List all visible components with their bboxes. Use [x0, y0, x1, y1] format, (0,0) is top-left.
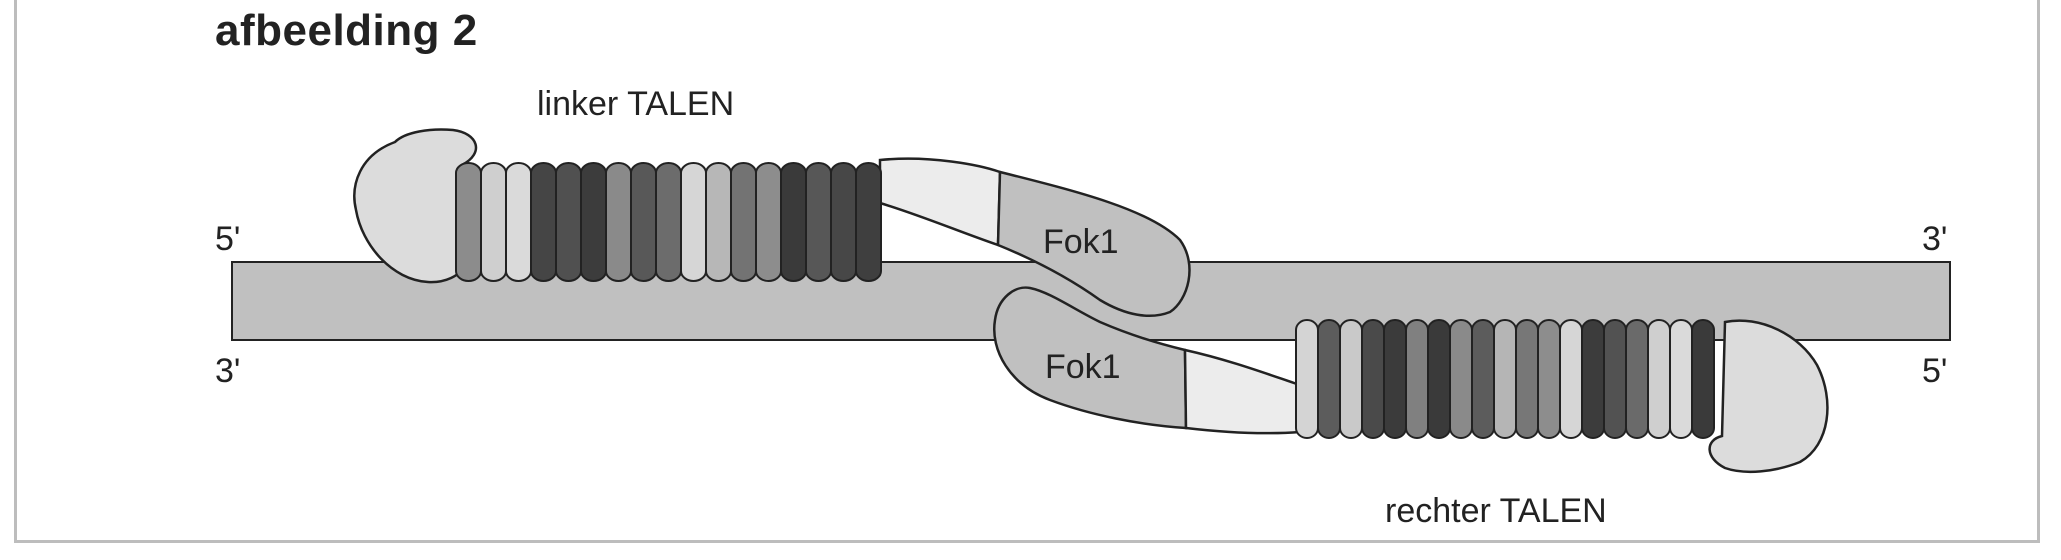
figure-frame [14, 0, 2040, 543]
right-talen-repeat-7 [1427, 319, 1451, 439]
right-talen-repeat-18 [1669, 319, 1693, 439]
right-talen-repeat-8 [1449, 319, 1473, 439]
right-talen-repeat-11 [1515, 319, 1539, 439]
left-talen-repeat-15 [805, 162, 832, 282]
figure-title: afbeelding 2 [215, 6, 478, 55]
label-3prime-bottom-left: 3' [215, 352, 240, 390]
right-talen-repeat-14 [1581, 319, 1605, 439]
left-talen-label: linker TALEN [537, 85, 734, 123]
left-talen-repeat-2 [480, 162, 507, 282]
left-talen-repeat-12 [730, 162, 757, 282]
right-talen-repeat-3 [1339, 319, 1363, 439]
right-talen-repeat-13 [1559, 319, 1583, 439]
right-talen-repeat-17 [1647, 319, 1671, 439]
left-talen-repeat-11 [705, 162, 732, 282]
left-talen-repeat-17 [855, 162, 882, 282]
left-talen-repeat-16 [830, 162, 857, 282]
right-talen-label: rechter TALEN [1385, 492, 1607, 530]
right-talen-repeat-1 [1295, 319, 1319, 439]
left-talen-repeat-14 [780, 162, 807, 282]
left-talen-repeat-5 [555, 162, 582, 282]
right-talen-repeat-5 [1383, 319, 1407, 439]
right-talen-repeat-9 [1471, 319, 1495, 439]
right-talen-repeat-10 [1493, 319, 1517, 439]
left-talen-linker [878, 157, 1002, 247]
right-talen-repeat-2 [1317, 319, 1341, 439]
right-talen-repeats [1295, 319, 1715, 439]
left-talen-head [353, 128, 478, 284]
left-talen-repeat-8 [630, 162, 657, 282]
left-talen-repeat-13 [755, 162, 782, 282]
right-talen-repeat-16 [1625, 319, 1649, 439]
left-fok1-domain [996, 170, 1191, 318]
right-talen-repeat-15 [1603, 319, 1627, 439]
left-talen-repeats [455, 162, 882, 282]
right-talen-head [1708, 319, 1829, 474]
left-talen-repeat-3 [505, 162, 532, 282]
left-talen-repeat-1 [455, 162, 482, 282]
right-talen-linker [1183, 348, 1302, 435]
left-talen-repeat-9 [655, 162, 682, 282]
label-5prime-top-left: 5' [215, 220, 240, 258]
right-fok1-label: Fok1 [1045, 348, 1121, 386]
right-talen-repeat-19 [1691, 319, 1715, 439]
left-talen-repeat-4 [530, 162, 557, 282]
left-talen-repeat-7 [605, 162, 632, 282]
right-talen-repeat-4 [1361, 319, 1385, 439]
label-3prime-top-right: 3' [1922, 220, 1947, 258]
right-talen-repeat-6 [1405, 319, 1429, 439]
left-talen-repeat-10 [680, 162, 707, 282]
left-talen-repeat-6 [580, 162, 607, 282]
label-5prime-bottom-right: 5' [1922, 352, 1947, 390]
right-talen: rechter TALEN Fok1 [993, 286, 1829, 530]
right-talen-repeat-12 [1537, 319, 1561, 439]
right-fok1-body [993, 286, 1188, 430]
left-talen: linker TALEN Fok1 [353, 85, 1191, 318]
left-fok1-label: Fok1 [1043, 223, 1119, 261]
